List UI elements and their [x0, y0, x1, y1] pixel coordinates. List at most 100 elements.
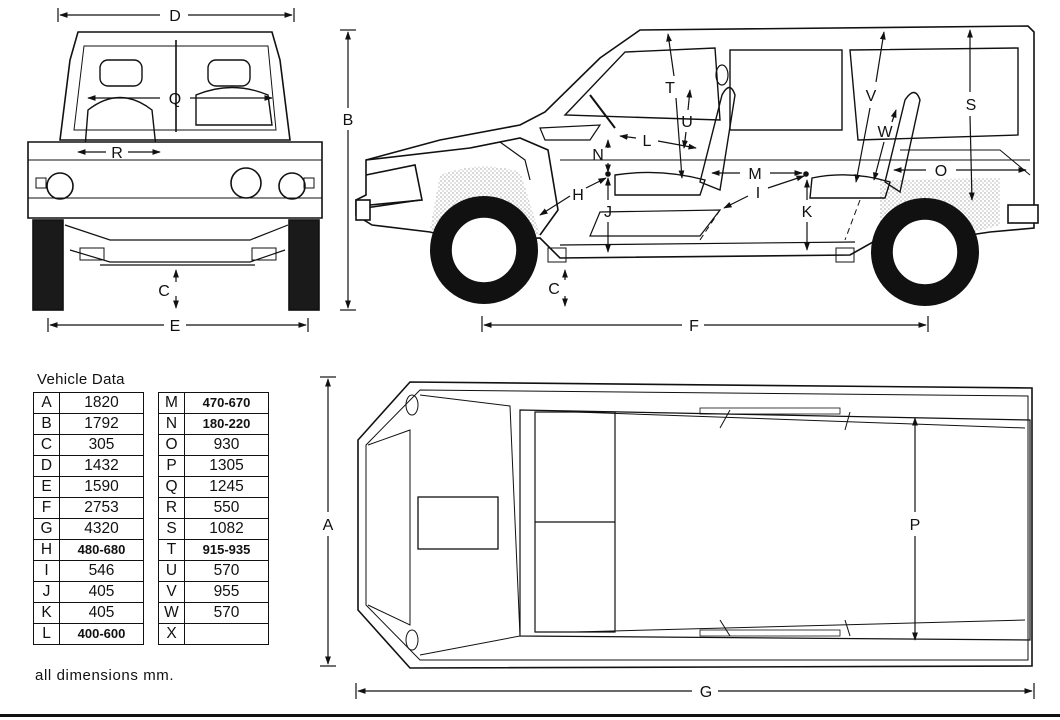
dimensions-footnote: all dimensions mm. — [35, 667, 175, 684]
dimension-key: N — [158, 413, 185, 435]
dimension-key: J — [33, 581, 60, 603]
dimension-value: 480-680 — [59, 539, 144, 561]
dimension-key: R — [158, 497, 185, 519]
label-B: B — [343, 112, 354, 129]
label-U: U — [681, 114, 693, 131]
dimension-key: C — [33, 434, 60, 456]
label-V: V — [866, 88, 877, 105]
side-view-dimensions — [481, 29, 1027, 332]
dimension-labels: D B Q R C E T U L N H J M I K V W S O C … — [111, 8, 976, 701]
label-G: G — [700, 684, 712, 701]
dimension-value: 1590 — [59, 476, 144, 498]
label-A: A — [323, 517, 334, 534]
dimension-key: B — [33, 413, 60, 435]
dimension-key: A — [33, 392, 60, 414]
dimension-value: 915-935 — [184, 539, 269, 561]
table-row: X — [158, 623, 269, 645]
front-view-dimensions — [47, 8, 356, 332]
dimension-key: S — [158, 518, 185, 540]
label-P: P — [910, 517, 921, 534]
label-O: O — [935, 163, 947, 180]
label-J: J — [604, 204, 612, 221]
label-T: T — [665, 80, 675, 97]
label-W: W — [877, 124, 893, 141]
dimension-key: O — [158, 434, 185, 456]
dimension-value: 2753 — [59, 497, 144, 519]
side-view — [355, 25, 1039, 306]
dimension-value: 405 — [59, 602, 144, 624]
label-C-side: C — [548, 281, 560, 298]
dimension-value: 400-600 — [59, 623, 144, 645]
dimension-key: K — [33, 602, 60, 624]
label-D: D — [169, 8, 181, 25]
dimension-key: L — [33, 623, 60, 645]
dimension-key: W — [158, 602, 185, 624]
dimension-value: 930 — [184, 434, 269, 456]
dimension-key: D — [33, 455, 60, 477]
dimension-key: V — [158, 581, 185, 603]
dimension-value: 955 — [184, 581, 269, 603]
label-Q: Q — [169, 91, 181, 108]
top-view — [357, 381, 1033, 669]
dimension-key: X — [158, 623, 185, 645]
dimension-value: 546 — [59, 560, 144, 582]
label-N: N — [592, 147, 604, 164]
vehicle-data-title: Vehicle Data — [37, 371, 125, 388]
dimension-key: Q — [158, 476, 185, 498]
dimension-value: 305 — [59, 434, 144, 456]
dimension-key: P — [158, 455, 185, 477]
dimension-key: H — [33, 539, 60, 561]
dimension-value: 405 — [59, 581, 144, 603]
dimension-value — [184, 623, 269, 645]
dimension-key: E — [33, 476, 60, 498]
label-K: K — [802, 204, 813, 221]
top-view-dimensions — [320, 376, 1035, 699]
dimension-key: G — [33, 518, 60, 540]
dimension-value: 1820 — [59, 392, 144, 414]
label-E: E — [170, 318, 181, 335]
dimension-value: 550 — [184, 497, 269, 519]
dimension-value: 570 — [184, 560, 269, 582]
dimension-value: 1792 — [59, 413, 144, 435]
dimension-value: 1082 — [184, 518, 269, 540]
dimension-key: I — [33, 560, 60, 582]
front-view — [27, 31, 323, 311]
dimension-value: 470-670 — [184, 392, 269, 414]
dimension-key: F — [33, 497, 60, 519]
label-L: L — [643, 133, 652, 150]
dimension-value: 4320 — [59, 518, 144, 540]
label-R: R — [111, 145, 123, 162]
label-M: M — [748, 166, 761, 183]
label-F: F — [689, 318, 699, 335]
dimension-value: 1432 — [59, 455, 144, 477]
dimension-key: M — [158, 392, 185, 414]
dimension-key: U — [158, 560, 185, 582]
label-C-front: C — [158, 283, 170, 300]
label-H: H — [572, 187, 584, 204]
dimension-value: 180-220 — [184, 413, 269, 435]
